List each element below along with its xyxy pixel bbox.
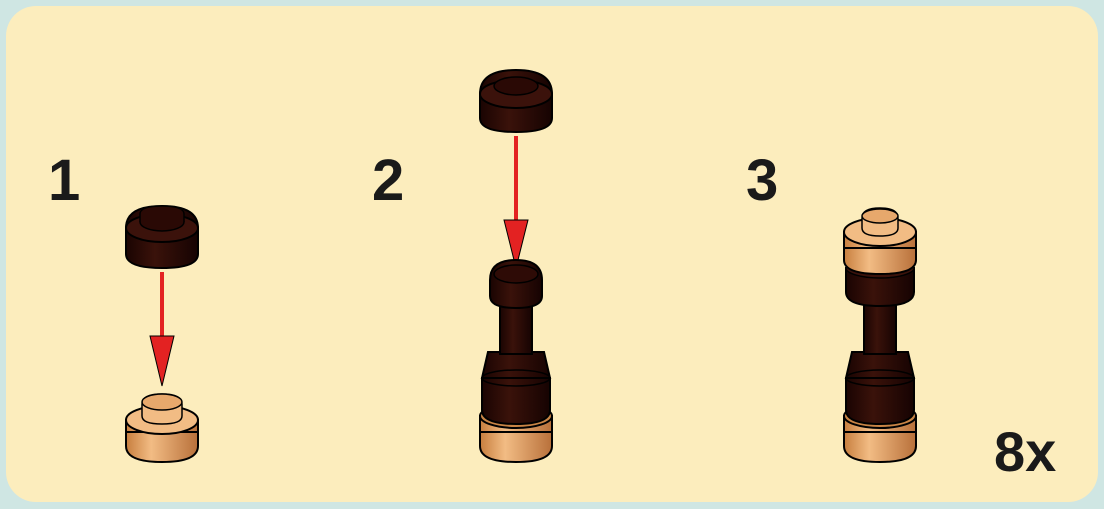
arrow-down-icon bbox=[504, 136, 528, 268]
stacked-column-icon bbox=[480, 260, 552, 462]
round-plate-tan-icon bbox=[126, 394, 198, 462]
instruction-illustration bbox=[6, 6, 1098, 502]
round-plate-dark-icon bbox=[480, 70, 552, 132]
round-plate-dark-icon bbox=[126, 206, 198, 268]
instruction-panel: 1 2 3 8x bbox=[6, 6, 1098, 502]
arrow-down-icon bbox=[150, 272, 174, 386]
stacked-column-icon bbox=[844, 208, 916, 462]
